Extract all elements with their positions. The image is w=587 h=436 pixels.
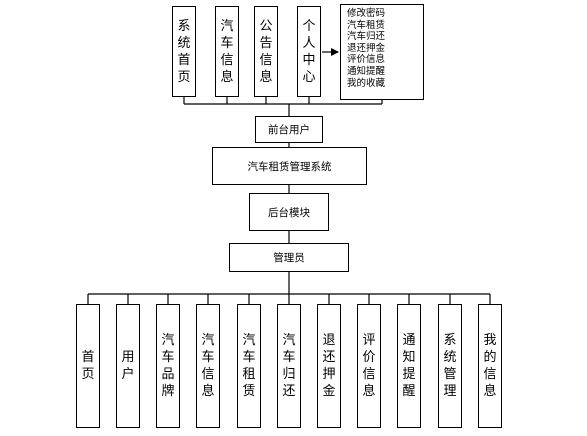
admin-item-deposit-refund: 退还押金 (317, 304, 341, 428)
top-item-personal-center: 个人中心 (297, 6, 321, 97)
backend-module-node: 后台模块 (249, 193, 329, 231)
admin-item-car-return: 汽车归还 (277, 304, 301, 428)
top-item-announcements-label: 公告信息 (259, 18, 273, 85)
admin-item-users-label: 用户 (121, 350, 135, 382)
admin-item-car-brands: 汽车品牌 (156, 304, 180, 428)
system-node: 汽车租赁管理系统 (212, 147, 367, 185)
admin-item-reviews-label: 评价信息 (362, 333, 376, 399)
admin-item-notifications-label: 通知提醒 (402, 333, 416, 399)
admin-item-my-info: 我的信息 (478, 304, 502, 428)
admin-item-car-rental: 汽车租赁 (237, 304, 261, 428)
menu-item-notifications: 通知提醒 (347, 65, 386, 77)
menu-item-reviews: 评价信息 (347, 54, 386, 66)
admin-item-car-brands-label: 汽车品牌 (161, 333, 175, 399)
system-label: 汽车租赁管理系统 (247, 160, 332, 173)
administrator-label: 管理员 (273, 252, 305, 264)
backend-module-label: 后台模块 (268, 206, 310, 219)
top-item-home-label: 系统首页 (177, 18, 191, 85)
admin-item-car-rental-label: 汽车租赁 (242, 333, 256, 399)
admin-item-system-management: 系统管理 (438, 304, 462, 428)
admin-item-notifications: 通知提醒 (397, 304, 421, 428)
top-item-announcements: 公告信息 (254, 6, 278, 97)
top-item-car-info: 汽车信息 (215, 6, 239, 97)
admin-item-car-return-label: 汽车归还 (282, 333, 296, 399)
admin-item-home-label: 首页 (81, 350, 95, 382)
admin-item-deposit-refund-label: 退还押金 (322, 333, 336, 399)
admin-item-car-info-label: 汽车信息 (201, 333, 215, 399)
menu-item-favorites: 我的收藏 (347, 77, 386, 89)
frontend-user-label: 前台用户 (268, 124, 310, 136)
menu-item-change-password: 修改密码 (347, 8, 386, 19)
admin-item-my-info-label: 我的信息 (483, 333, 497, 399)
admin-item-system-management-label: 系统管理 (443, 333, 457, 399)
top-item-car-info-label: 汽车信息 (220, 18, 234, 85)
admin-item-car-info: 汽车信息 (196, 304, 220, 428)
menu-item-car-return: 汽车归还 (347, 31, 386, 43)
administrator-node: 管理员 (229, 243, 349, 272)
admin-item-users: 用户 (116, 304, 140, 428)
top-item-personal-center-label: 个人中心 (302, 18, 316, 85)
menu-item-car-rental: 汽车租赁 (347, 19, 386, 31)
admin-item-home: 首页 (76, 304, 100, 428)
menu-item-deposit-refund: 退还押金 (347, 42, 386, 54)
top-item-home: 系统首页 (172, 6, 196, 97)
frontend-user-node: 前台用户 (255, 116, 323, 143)
personal-center-menu: 修改密码 汽车租赁 汽车归还 退还押金 评价信息 通知提醒 我的收藏 (340, 4, 424, 100)
admin-item-reviews: 评价信息 (357, 304, 381, 428)
